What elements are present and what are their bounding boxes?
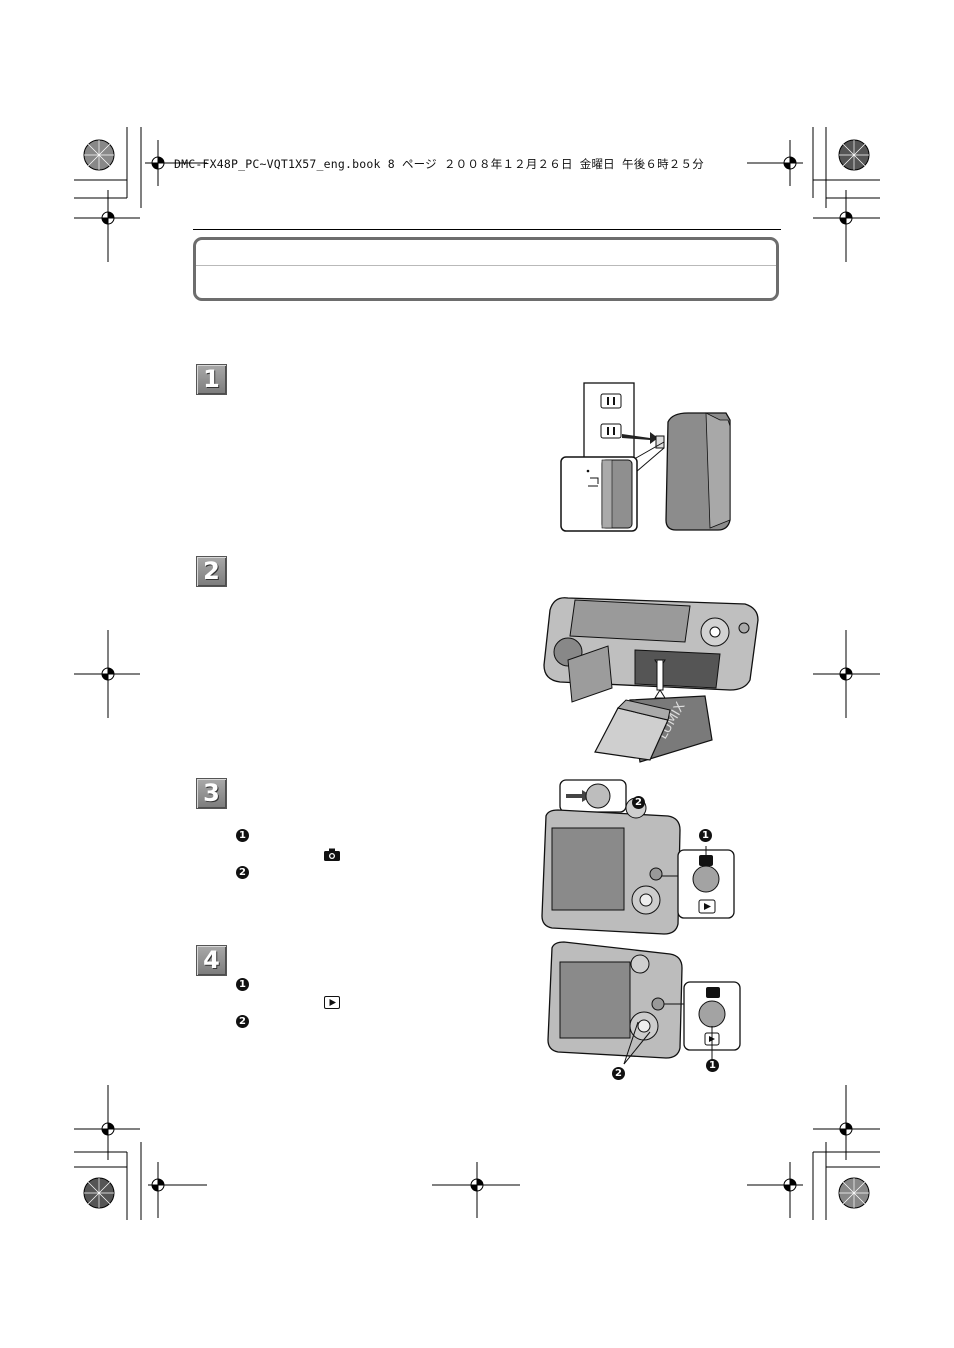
charger-illustration bbox=[560, 382, 731, 532]
camera-icon bbox=[324, 848, 340, 861]
illustration4-callout-2: 2 bbox=[612, 1067, 625, 1080]
header-rule bbox=[193, 229, 781, 230]
title-box-divider bbox=[196, 265, 776, 266]
battery-card-illustration: LUMIX bbox=[543, 597, 759, 763]
step-badge-1: 1 bbox=[196, 364, 227, 395]
illustration3-callout-1: 1 bbox=[699, 829, 712, 842]
title-box bbox=[193, 237, 779, 301]
step4-callout-1: 1 bbox=[236, 978, 249, 991]
illustration4-callout-1: 1 bbox=[706, 1059, 719, 1072]
play-icon bbox=[324, 996, 340, 1009]
camera-playback-illustration bbox=[547, 941, 741, 1065]
step-badge-2: 2 bbox=[196, 556, 227, 587]
camera-record-illustration bbox=[541, 779, 735, 935]
step3-callout-2: 2 bbox=[236, 866, 249, 879]
header-file-line: DMC-FX48P_PC~VQT1X57_eng.book 8 ページ ２００８… bbox=[174, 157, 704, 171]
step-badge-4: 4 bbox=[196, 945, 227, 976]
step4-callout-2: 2 bbox=[236, 1015, 249, 1028]
illustration3-callout-2: 2 bbox=[632, 796, 645, 809]
step3-callout-1: 1 bbox=[236, 829, 249, 842]
step-badge-3: 3 bbox=[196, 778, 227, 809]
